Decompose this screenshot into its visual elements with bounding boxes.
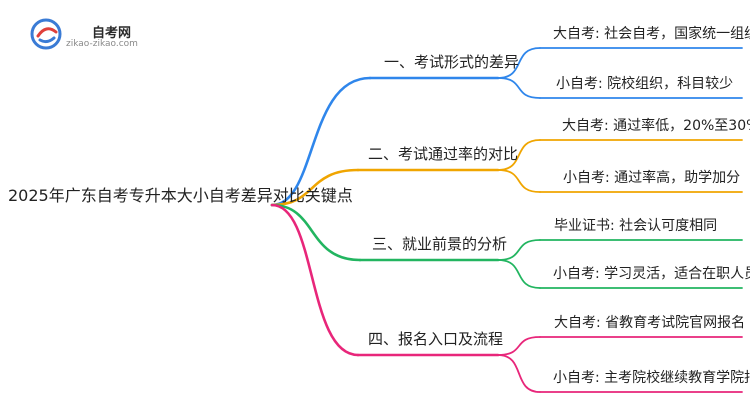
branch-label-3: 三、就业前景的分析 <box>372 235 508 253</box>
leaf-label-4-2: 小自考: 主考院校继续教育学院报名 <box>553 370 750 386</box>
logo: 自考网 zikao-zikao.com <box>30 18 140 50</box>
branch-connector-4 <box>270 203 360 357</box>
leaf-connector-1-2 <box>497 77 541 99</box>
leaf-connector-2-2 <box>497 169 541 193</box>
leaf-label-1-2: 小自考: 院校组织，科目较少 <box>556 76 734 92</box>
leaf-label-2-2: 小自考: 通过率高，助学加分 <box>563 170 741 186</box>
leaf-label-3-2: 小自考: 学习灵活，适合在职人员 <box>553 266 750 282</box>
branch-label-4: 四、报名入口及流程 <box>368 330 504 348</box>
branch-connector-1 <box>270 76 372 207</box>
leaf-label-3-1: 毕业证书: 社会认可度相同 <box>554 218 718 234</box>
leaf-connector-1-1 <box>497 47 541 79</box>
branch-connector-2 <box>270 168 360 207</box>
leaf-connector-4-2 <box>497 354 541 393</box>
leaf-connector-2-1 <box>497 139 541 171</box>
leaf-connector-3-2 <box>497 259 541 289</box>
leaf-connector-4-1 <box>497 336 541 356</box>
root-topic: 2025年广东自考专升本大小自考差异对比关键点 <box>8 186 353 205</box>
logo-url: zikao-zikao.com <box>66 39 138 49</box>
branch-label-2: 二、考试通过率的对比 <box>368 145 519 163</box>
leaf-connector-3-1 <box>497 239 541 261</box>
leaf-label-2-1: 大自考: 通过率低，20%至30% <box>562 118 750 134</box>
logo-name: 自考网 <box>92 26 132 41</box>
logo-mark-icon <box>30 18 62 50</box>
branch-connector-3 <box>270 203 362 262</box>
leaf-label-4-1: 大自考: 省教育考试院官网报名 <box>554 315 746 331</box>
leaf-label-1-1: 大自考: 社会自考，国家统一组织 <box>553 26 750 42</box>
branch-label-1: 一、考试形式的差异 <box>384 53 520 71</box>
